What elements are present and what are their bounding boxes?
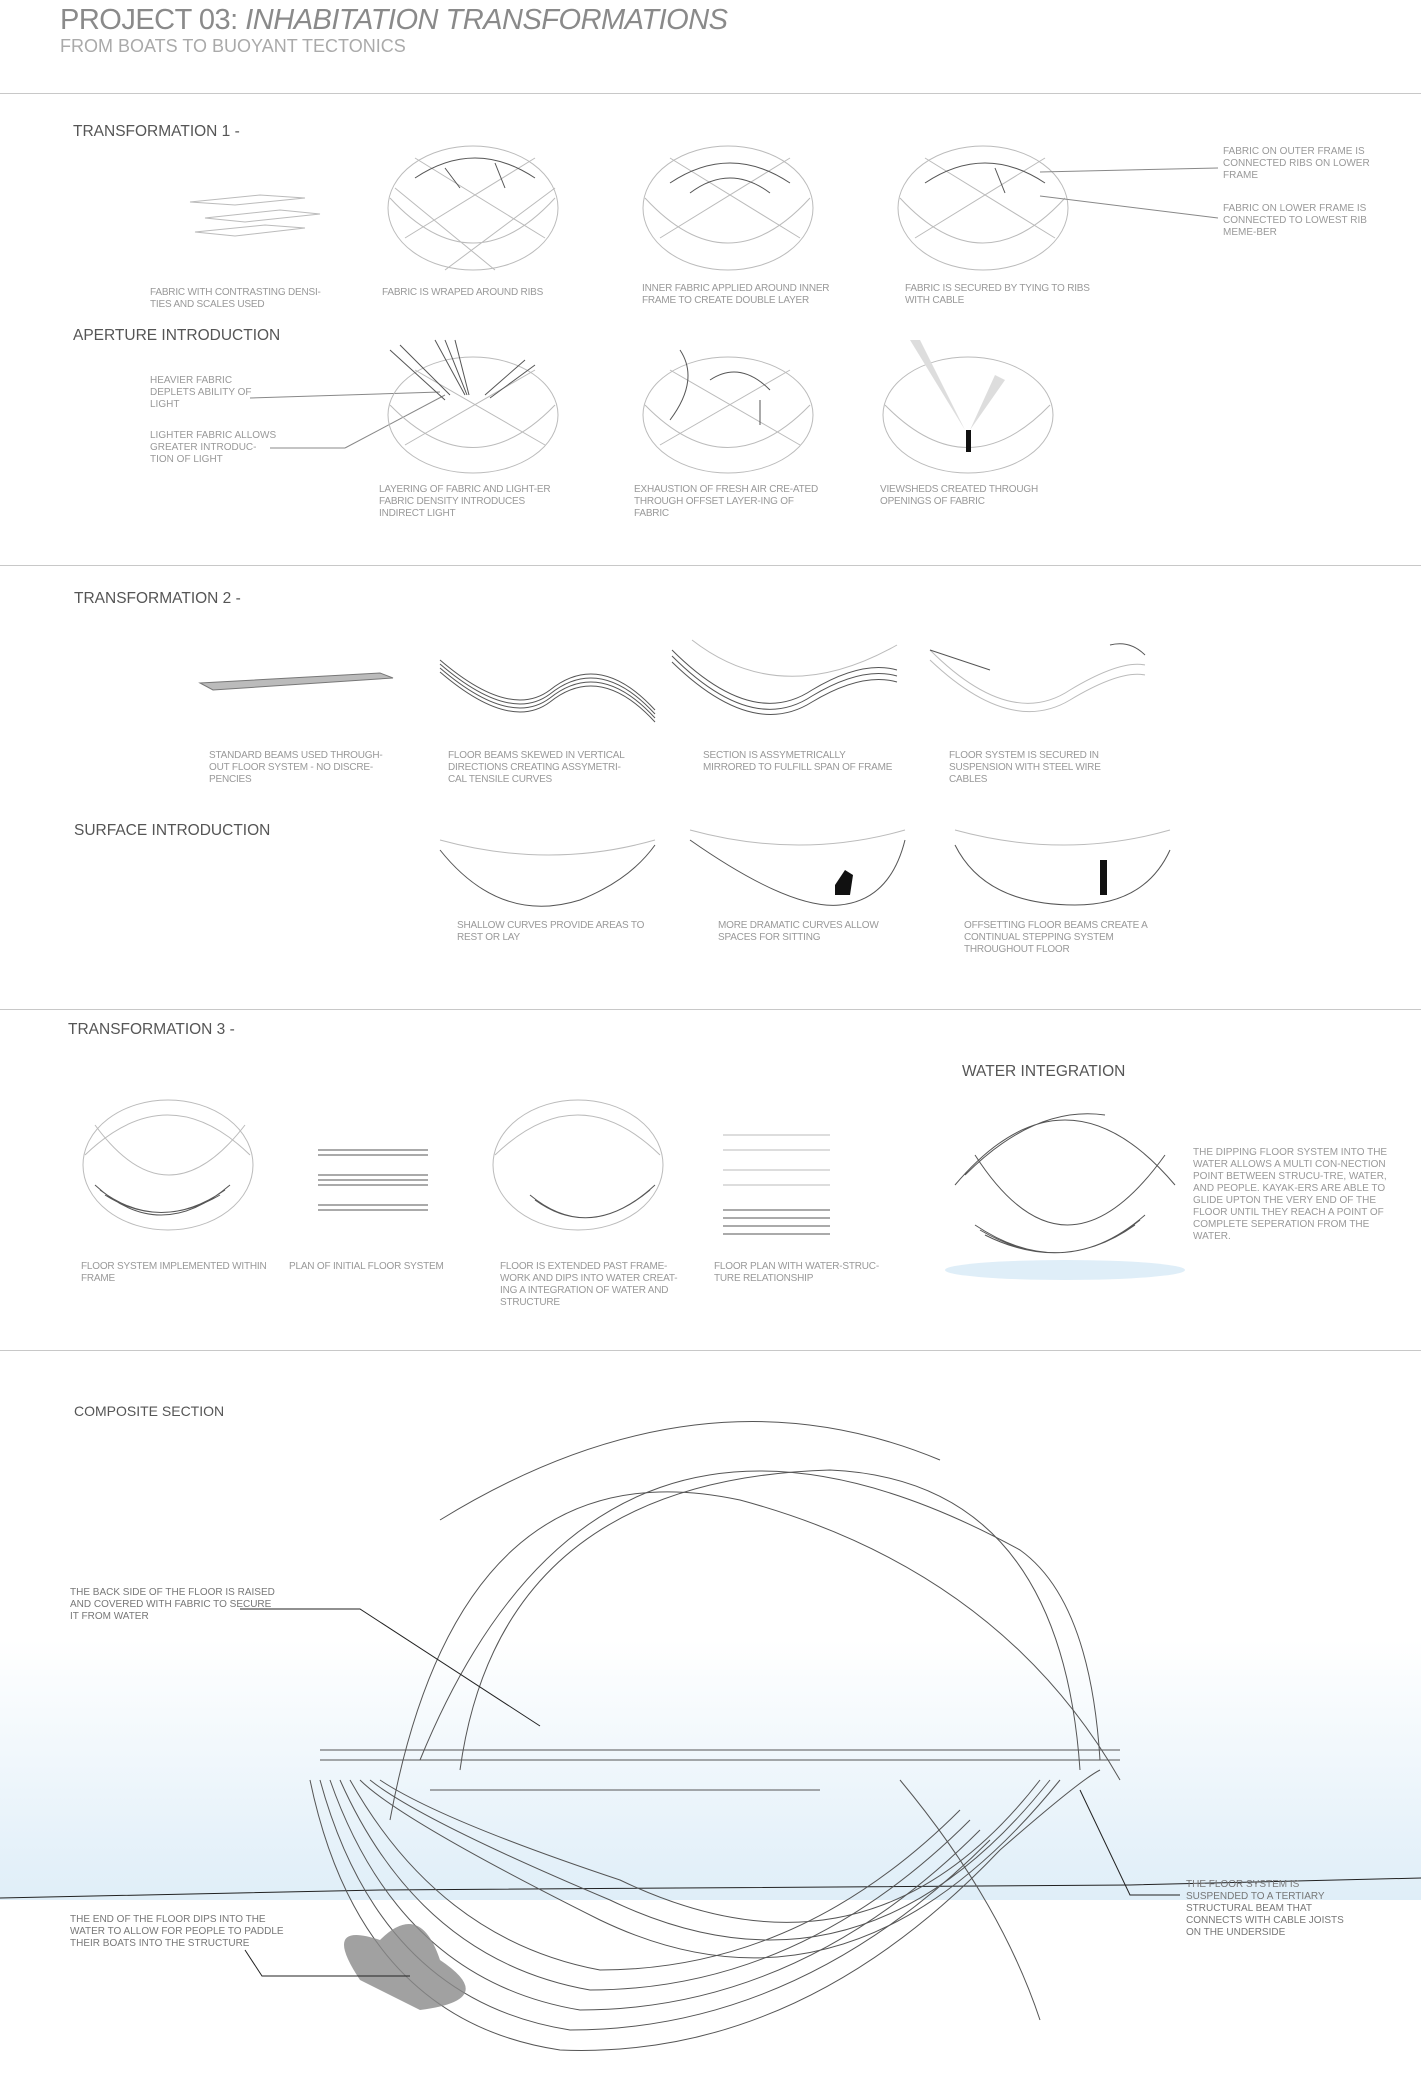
note-back-side: THE BACK SIDE OF THE FLOOR IS RAISED AND…: [70, 1587, 275, 1622]
aperture-drawing-air: [642, 349, 814, 474]
caption: OFFSETTING FLOOR BEAMS CREATE A CONTINUA…: [964, 920, 1148, 955]
caption: STANDARD BEAMS USED THROUGH-OUT FLOOR SY…: [209, 750, 383, 785]
caption: FABRIC IS SECURED BY TYING TO RIBS WITH …: [905, 283, 1090, 306]
caption: INNER FABRIC APPLIED AROUND INNER FRAME …: [642, 283, 830, 306]
fabric-sheets-drawing: [189, 194, 321, 237]
caption: FLOOR SYSTEM IS SECURED IN SUSPENSION WI…: [949, 750, 1101, 785]
mirrored-section-drawing: [671, 639, 898, 715]
sitting-person: [835, 870, 853, 895]
divider: [0, 1009, 1421, 1010]
note-outer-frame: FABRIC ON OUTER FRAME IS CONNECTED RIBS …: [1223, 146, 1370, 181]
caption: FLOOR IS EXTENDED PAST FRAME-WORK AND DI…: [500, 1261, 678, 1308]
divider: [0, 565, 1421, 566]
composite-heading: COMPOSITE SECTION: [74, 1403, 225, 1419]
water-note: THE DIPPING FLOOR SYSTEM INTO THE WATER …: [1193, 1147, 1388, 1242]
caption: FABRIC IS WRAPED AROUND RIBS: [382, 287, 544, 298]
frame-drawing-cable: [897, 145, 1069, 271]
water-integration-heading: WATER INTEGRATION: [962, 1063, 1126, 1080]
caption: MORE DRAMATIC CURVES ALLOW SPACES FOR SI…: [718, 920, 879, 943]
water-surface: [945, 1260, 1185, 1280]
water-background: [0, 1640, 1421, 1900]
divider: [0, 93, 1421, 94]
caption: VIEWSHEDS CREATED THROUGH OPENINGS OF FA…: [880, 484, 1038, 507]
divider: [0, 1350, 1421, 1351]
caption: LAYERING OF FABRIC AND LIGHT-ER FABRIC D…: [379, 484, 551, 519]
caption: FLOOR BEAMS SKEWED IN VERTICAL DIRECTION…: [448, 750, 625, 785]
aperture-drawing-viewshed: [882, 340, 1054, 474]
aperture-drawing-light: [387, 339, 559, 474]
leader-lines: [1039, 167, 1219, 219]
transformation2-heading: TRANSFORMATION 2 -: [74, 590, 241, 607]
caption: FABRIC WITH CONTRASTING DENSI-TIES AND S…: [150, 287, 321, 310]
title-prefix: PROJECT 03:: [60, 4, 246, 36]
transformation3-heading: TRANSFORMATION 3 -: [68, 1021, 235, 1038]
floor-in-frame-drawing: [82, 1099, 254, 1231]
note-lighter-fabric: LIGHTER FABRIC ALLOWS GREATER INTRODUC-T…: [150, 430, 277, 465]
page-title: PROJECT 03: INHABITATION TRANSFORMATIONS: [60, 4, 728, 37]
note-floor-suspension: THE FLOOR SYSTEM IS SUSPENDED TO A TERTI…: [1186, 1879, 1344, 1938]
person-figure: [966, 430, 971, 452]
sitting-curve-drawing: [689, 829, 906, 906]
caption: EXHAUSTION OF FRESH AIR CRE-ATED THROUGH…: [634, 484, 818, 519]
note-heavier-fabric: HEAVIER FABRIC DEPLETS ABILITY OF LIGHT: [150, 375, 252, 410]
note-lower-frame: FABRIC ON LOWER FRAME IS CONNECTED TO LO…: [1223, 203, 1367, 238]
surface-heading: SURFACE INTRODUCTION: [74, 822, 271, 839]
standing-person: [1100, 860, 1107, 895]
page-subtitle: FROM BOATS TO BUOYANT TECTONICS: [60, 36, 406, 56]
aperture-heading: APERTURE INTRODUCTION: [73, 327, 281, 344]
composite-leaders: [240, 1608, 1180, 1977]
caption: FLOOR PLAN WITH WATER-STRUC-TURE RELATIO…: [714, 1261, 879, 1284]
title-italic: INHABITATION TRANSFORMATIONS: [245, 4, 728, 36]
transformation1-heading: TRANSFORMATION 1 -: [73, 123, 240, 140]
caption: SHALLOW CURVES PROVIDE AREAS TO REST OR …: [457, 920, 645, 943]
caption: FLOOR SYSTEM IMPLEMENTED WITHIN FRAME: [81, 1261, 267, 1284]
suspended-floor-drawing: [929, 643, 1146, 713]
frame-drawing-ribs: [387, 145, 559, 271]
skewed-beams-drawing: [439, 659, 656, 723]
composite-section-drawing: [309, 1421, 1121, 2051]
stepping-floor-drawing: [954, 829, 1171, 906]
water-integration-drawing: [945, 1113, 1185, 1280]
frame-drawing-inner-fabric: [642, 145, 814, 271]
note-floor-end: THE END OF THE FLOOR DIPS INTO THE WATER…: [70, 1914, 284, 1949]
water-floor-plan-drawing: [723, 1134, 830, 1235]
kayak-shadow: [344, 1924, 466, 2010]
initial-floor-plan-drawing: [318, 1149, 428, 1211]
aperture-leaders: [249, 391, 446, 449]
standard-beams-drawing: [198, 672, 394, 691]
caption: PLAN OF INITIAL FLOOR SYSTEM: [289, 1261, 444, 1272]
caption: SECTION IS ASSYMETRICALLY MIRRORED TO FU…: [703, 750, 893, 773]
extended-floor-drawing: [492, 1099, 664, 1231]
shallow-curve-drawing: [439, 839, 656, 907]
